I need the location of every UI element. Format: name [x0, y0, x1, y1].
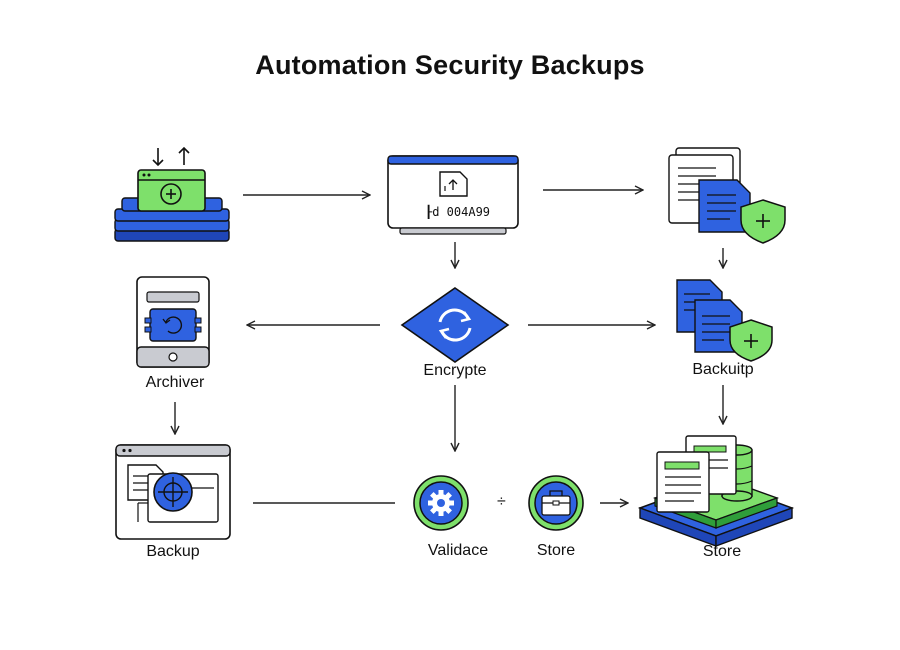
monitor-screen-text: ┠d 004A99: [425, 205, 491, 219]
gear-icon: [413, 475, 469, 531]
encrypt-label: Encrypte: [423, 362, 487, 379]
connectors: [175, 190, 723, 503]
page-title: Automation Security Backups: [255, 50, 645, 80]
briefcase-icon: [528, 475, 584, 531]
documents-shield-icon: [668, 147, 786, 244]
backup-documents-shield-icon: [676, 279, 773, 362]
sync-diamond-icon: [400, 287, 510, 363]
validate-label: Validace: [427, 542, 489, 559]
backup-label: Backup: [146, 543, 200, 560]
window-target-icon: [115, 444, 231, 540]
backup-shield-label: Backuitp: [692, 361, 754, 378]
store-big-label: Store: [702, 543, 742, 560]
store-small-label: Store: [536, 542, 576, 559]
archiver-label: Archiver: [145, 374, 205, 391]
phone-refresh-icon: [136, 276, 210, 368]
upload-download-server-icon: [114, 146, 230, 242]
divide-operator: ÷: [497, 493, 506, 510]
database-stack-icon: [637, 435, 795, 548]
file-upload-monitor-icon: [387, 155, 519, 235]
